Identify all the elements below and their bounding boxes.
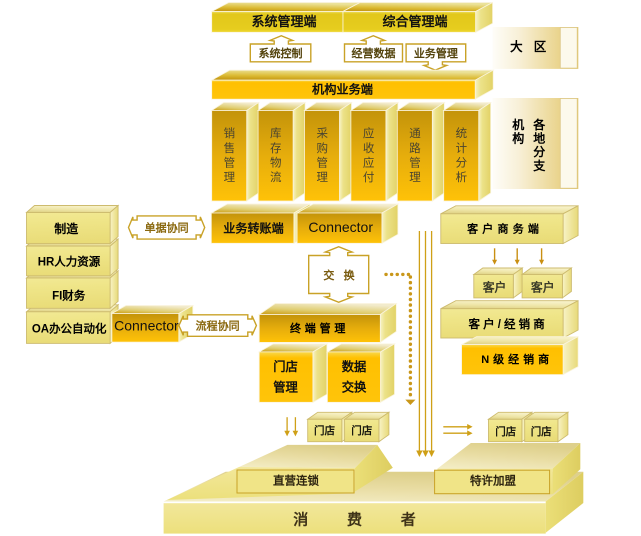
svg-text:管: 管 [224, 156, 236, 170]
svg-text:业务管理: 业务管理 [414, 46, 458, 60]
svg-text:管: 管 [316, 156, 328, 170]
svg-text:HR人力资源: HR人力资源 [38, 255, 101, 269]
svg-text:分: 分 [456, 157, 468, 170]
svg-text:理: 理 [409, 171, 421, 184]
svg-text:客户: 客户 [530, 281, 555, 295]
svg-text:系统控制: 系统控制 [259, 46, 303, 60]
svg-text:分: 分 [533, 144, 545, 159]
svg-text:直营连锁: 直营连锁 [273, 474, 319, 488]
svg-text:各: 各 [532, 117, 546, 132]
svg-text:Connector: Connector [308, 219, 373, 235]
svg-text:物: 物 [270, 156, 282, 170]
svg-text:应: 应 [363, 156, 375, 170]
svg-text:构: 构 [512, 131, 524, 146]
svg-text:存: 存 [270, 141, 282, 155]
svg-text:售: 售 [224, 141, 236, 155]
svg-text:门店: 门店 [314, 424, 335, 437]
svg-text:销: 销 [224, 126, 236, 140]
svg-text:支: 支 [532, 158, 546, 173]
svg-text:库: 库 [270, 126, 282, 140]
svg-text:采: 采 [316, 127, 328, 140]
svg-text:门店: 门店 [351, 424, 372, 437]
svg-text:统: 统 [456, 127, 468, 140]
svg-text:数据: 数据 [342, 359, 367, 374]
svg-text:客户/经销商: 客户/经销商 [468, 317, 548, 331]
svg-text:收: 收 [363, 141, 375, 155]
svg-text:系统管理端: 系统管理端 [251, 14, 316, 29]
svg-text:交换: 交换 [323, 268, 363, 282]
svg-text:特许加盟: 特许加盟 [470, 474, 516, 488]
svg-text:管: 管 [409, 156, 421, 170]
svg-text:析: 析 [456, 170, 468, 184]
svg-text:理: 理 [224, 171, 236, 184]
svg-text:门店: 门店 [273, 359, 298, 374]
svg-text:终端管理: 终端管理 [290, 321, 349, 335]
svg-text:通: 通 [409, 127, 421, 140]
svg-text:门店: 门店 [531, 425, 552, 438]
svg-text:大区: 大区 [510, 39, 557, 54]
svg-text:业务转账端: 业务转账端 [223, 220, 283, 235]
svg-text:经营数据: 经营数据 [352, 46, 396, 60]
svg-text:流: 流 [270, 170, 282, 184]
svg-text:流程协同: 流程协同 [196, 319, 240, 333]
svg-text:门店: 门店 [495, 425, 516, 438]
svg-text:OA办公自动化: OA办公自动化 [32, 322, 107, 336]
svg-text:机构业务端: 机构业务端 [312, 81, 373, 96]
svg-text:客户: 客户 [482, 281, 507, 295]
svg-text:Connector: Connector [114, 318, 179, 334]
svg-text:FI财务: FI财务 [52, 288, 86, 302]
svg-text:单据协同: 单据协同 [145, 220, 189, 234]
svg-text:N级经销商: N级经销商 [481, 352, 553, 366]
svg-text:购: 购 [316, 141, 328, 155]
svg-text:机: 机 [512, 117, 524, 132]
svg-text:消费者: 消费者 [293, 510, 454, 528]
svg-text:应: 应 [363, 126, 375, 140]
svg-text:路: 路 [409, 141, 421, 155]
svg-text:地: 地 [533, 131, 545, 146]
svg-text:付: 付 [363, 171, 375, 184]
svg-text:理: 理 [316, 171, 328, 184]
svg-text:管理: 管理 [273, 380, 298, 395]
svg-text:交换: 交换 [342, 380, 367, 395]
svg-text:综合管理端: 综合管理端 [382, 14, 447, 29]
svg-text:计: 计 [456, 142, 468, 155]
svg-text:客户商务端: 客户商务端 [466, 221, 543, 235]
svg-text:制造: 制造 [54, 221, 79, 236]
